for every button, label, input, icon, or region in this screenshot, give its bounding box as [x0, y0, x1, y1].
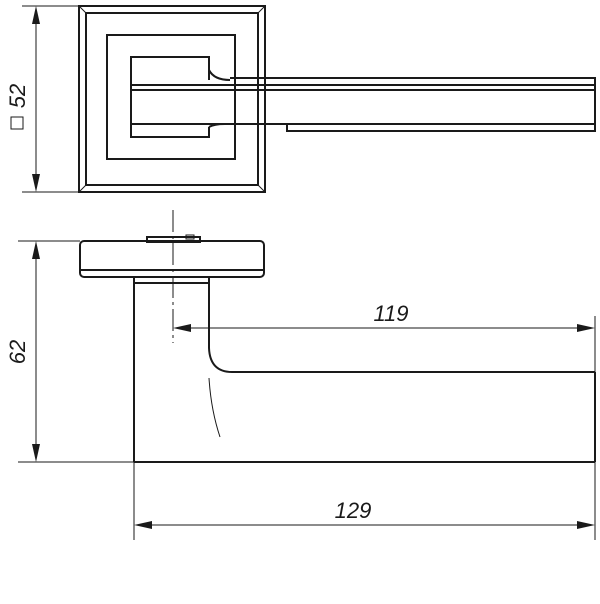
top-view: [78, 5, 596, 193]
dimension-label-overall-length: 129: [335, 498, 372, 523]
dimension-label-lever-reach: 119: [373, 301, 408, 326]
dimension-overall-length: 129: [133, 462, 596, 540]
dimension-label-height: 62: [5, 340, 30, 364]
dimension-label-rose-size: 52: [5, 84, 30, 108]
dimension-rose-size: 52: [5, 5, 79, 193]
rose-stop-bar: [146, 236, 201, 243]
dimension-height: 62: [5, 240, 134, 463]
square-symbol-icon: [10, 116, 24, 130]
dimension-lever-reach: 119: [173, 301, 596, 372]
lever-base-corner: [208, 57, 231, 81]
lever-arm-side-inner: [208, 347, 595, 373]
neck-section-curve: [208, 377, 221, 438]
rose-outer-square: [78, 5, 266, 193]
rose-bevel-square: [85, 12, 259, 186]
side-view: [79, 210, 596, 463]
rose-top-pin: [185, 234, 195, 240]
rose-side-outline: [79, 240, 265, 278]
rose-inner-square: [106, 34, 236, 160]
